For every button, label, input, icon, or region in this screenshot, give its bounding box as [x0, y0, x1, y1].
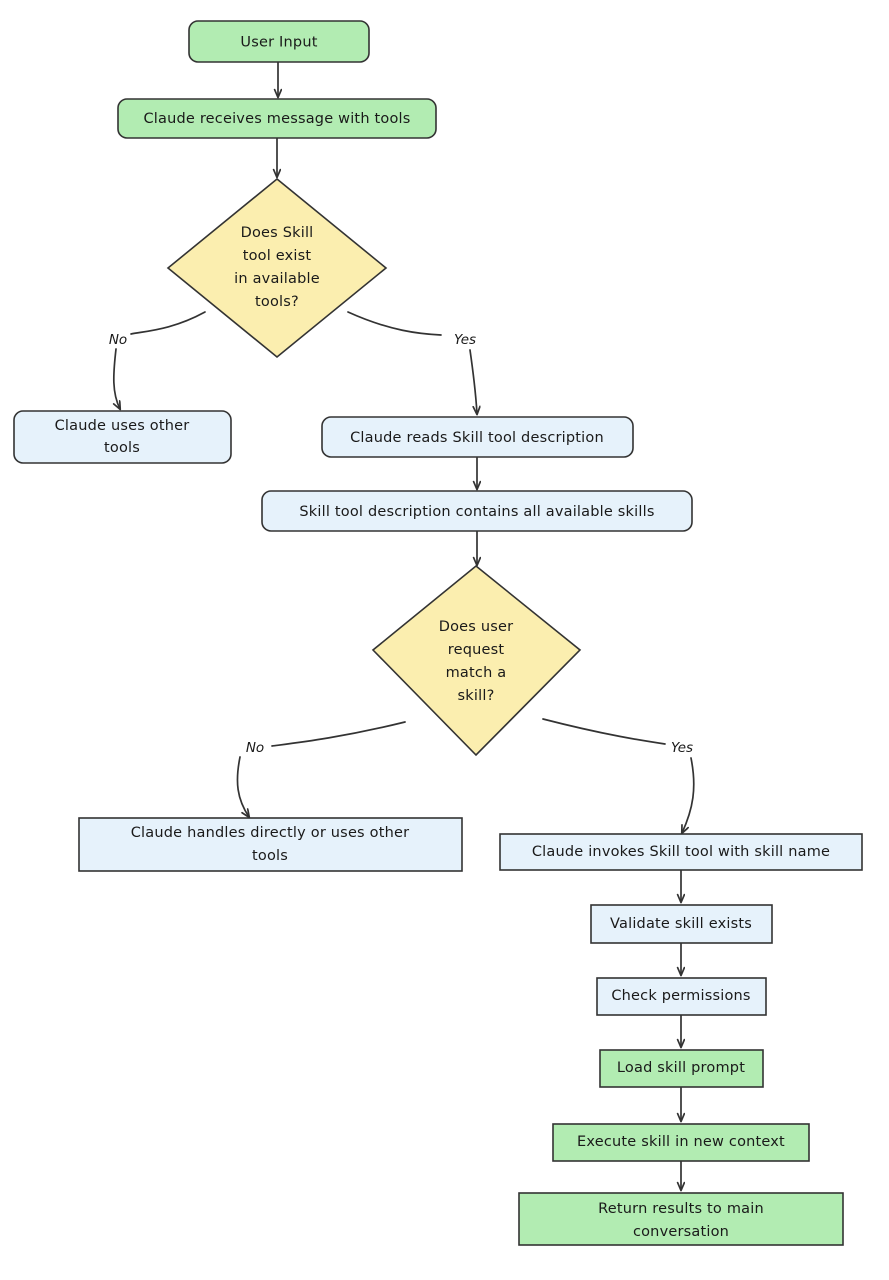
- node-request-match-skill[interactable]: Does user request match a skill?: [371, 564, 582, 757]
- node-check-permissions-shape: [596, 977, 767, 1016]
- node-check-permissions[interactable]: Check permissions: [596, 977, 767, 1016]
- node-skill-tool-exists[interactable]: Does Skill tool exist in available tools…: [166, 177, 388, 359]
- node-execute-skill[interactable]: Execute skill in new context: [552, 1123, 810, 1162]
- edge-request-match-no-upper: [271, 721, 406, 747]
- node-claude-reads-description-shape: [321, 416, 634, 458]
- edge-skill-tool-exists-to-claude-reads-description: [469, 349, 477, 414]
- node-user-input-shape: [188, 20, 370, 63]
- node-claude-receives[interactable]: Claude receives message with tools: [117, 98, 437, 139]
- node-validate-skill-exists-label: Validate skill exists: [610, 916, 752, 932]
- node-claude-uses-other-tools[interactable]: Claude uses other tools: [13, 410, 232, 464]
- node-invokes-skill-tool-shape: [499, 833, 863, 871]
- node-handles-directly-line-1: Claude handles directly or uses other: [131, 825, 410, 841]
- node-claude-uses-other-tools-line-2: tools: [104, 440, 140, 456]
- node-claude-uses-other-tools-line-1: Claude uses other: [55, 418, 190, 434]
- node-claude-uses-other-tools-shape: [13, 410, 232, 464]
- node-description-contains-skills-label: Skill tool description contains all avai…: [299, 504, 654, 520]
- node-return-results-shape: [518, 1192, 844, 1246]
- edge-skill-tool-exists-to-claude-uses-other-tools: [114, 348, 120, 409]
- node-execute-skill-label: Execute skill in new context: [577, 1134, 785, 1150]
- node-check-permissions-label: Check permissions: [611, 988, 750, 1004]
- node-invokes-skill-tool[interactable]: Claude invokes Skill tool with skill nam…: [499, 833, 863, 871]
- edge-label-yes-1: Yes: [454, 332, 476, 348]
- node-load-skill-prompt-label: Load skill prompt: [617, 1060, 745, 1076]
- node-return-results-line-1: Return results to main: [598, 1201, 764, 1217]
- node-description-contains-skills[interactable]: Skill tool description contains all avai…: [261, 490, 693, 532]
- node-load-skill-prompt[interactable]: Load skill prompt: [599, 1049, 764, 1088]
- edge-request-match-to-handles-directly: [236, 756, 249, 817]
- node-request-match-skill-line-2: request: [448, 642, 505, 658]
- node-claude-receives-shape: [117, 98, 437, 139]
- node-claude-receives-label: Claude receives message with tools: [143, 111, 410, 127]
- node-request-match-skill-line-4: skill?: [458, 688, 495, 704]
- node-layer: User Input Claude receives message with …: [13, 20, 863, 1246]
- edge-layer: No Yes No Yes: [109, 61, 695, 1190]
- edge-request-match-yes-upper: [542, 718, 666, 745]
- edge-label-no-2: No: [246, 740, 264, 756]
- node-skill-tool-exists-line-3: in available: [234, 271, 320, 287]
- node-return-results[interactable]: Return results to main conversation: [518, 1192, 844, 1246]
- node-validate-skill-exists[interactable]: Validate skill exists: [590, 904, 773, 944]
- node-skill-tool-exists-line-4: tools?: [255, 294, 299, 310]
- node-request-match-skill-line-3: match a: [446, 665, 507, 681]
- edge-label-no-1: No: [109, 332, 127, 348]
- node-validate-skill-exists-shape: [590, 904, 773, 944]
- node-handles-directly-shape: [78, 817, 463, 872]
- node-invokes-skill-tool-label: Claude invokes Skill tool with skill nam…: [532, 844, 830, 860]
- node-request-match-skill-shape: [371, 564, 582, 757]
- node-claude-reads-description[interactable]: Claude reads Skill tool description: [321, 416, 634, 458]
- node-user-input[interactable]: User Input: [188, 20, 370, 63]
- node-skill-tool-exists-shape: [166, 177, 388, 359]
- edge-label-yes-2: Yes: [671, 740, 693, 756]
- node-skill-tool-exists-line-1: Does Skill: [241, 225, 314, 241]
- node-request-match-skill-line-1: Does user: [439, 619, 514, 635]
- node-handles-directly[interactable]: Claude handles directly or uses other to…: [78, 817, 463, 872]
- node-skill-tool-exists-line-2: tool exist: [243, 248, 312, 264]
- edge-request-match-to-invokes-skill-tool: [682, 757, 695, 833]
- node-user-input-label: User Input: [240, 35, 317, 51]
- edge-skill-tool-exists-yes-upper: [347, 311, 442, 336]
- node-description-contains-skills-shape: [261, 490, 693, 532]
- node-handles-directly-line-2: tools: [252, 848, 288, 864]
- node-execute-skill-shape: [552, 1123, 810, 1162]
- edge-skill-tool-exists-no-upper: [130, 311, 206, 335]
- node-claude-reads-description-label: Claude reads Skill tool description: [350, 430, 604, 446]
- node-load-skill-prompt-shape: [599, 1049, 764, 1088]
- node-return-results-line-2: conversation: [633, 1224, 729, 1240]
